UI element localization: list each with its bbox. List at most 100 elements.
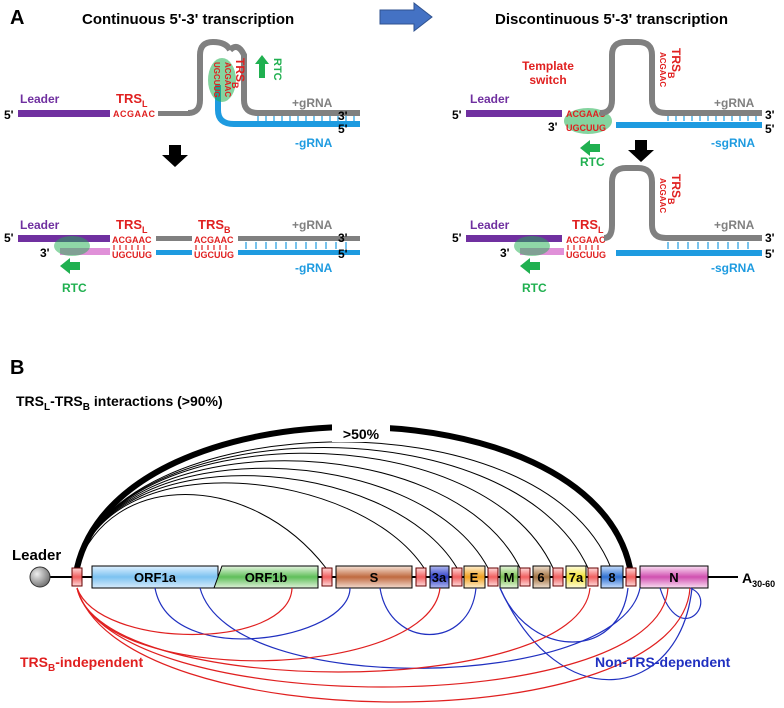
plus-grna-label: +gRNA [714,218,755,232]
trsb-independent-arcs [76,587,691,703]
rtc-left-arrow-icon [60,258,80,274]
poly-a-label: A30-60 [742,570,775,589]
orf-box-orf1b [213,565,319,589]
minus-sgrna-strand [616,250,762,256]
plus-grna-label: +gRNA [292,218,333,232]
orf-label-7a: 7a [569,570,584,585]
trs-l-seq: ACGAAC [566,235,606,245]
trs-l-comp: UGCUUG [112,250,152,260]
five-prime-label: 5' [452,231,462,245]
five-prime-label-b: 5' [765,247,775,261]
trs-l-seq: ACGAAC [113,109,156,119]
trs-b-vertical-label: TRSB [666,48,683,79]
minus-grna-strand [215,85,360,127]
trs-b-seq: ACGAAC [194,235,234,245]
trs-l-label: TRSL [116,91,148,109]
trs-l-seq: ACGAAC [566,109,606,119]
trs-b-comp-vertical: UGCUUG [212,62,221,98]
orf-box-s [335,565,413,589]
major-arc-label-bg [332,424,390,442]
rtc-label: RTC [522,281,547,295]
blue-arrow-icon [379,1,433,33]
orf-label-m: M [504,570,515,585]
interactions-title: TRSL-TRSB interactions (>90%) [16,393,223,413]
three-prime-label: 3' [338,231,348,245]
orf-box-n [639,565,709,589]
rtc-up-arrow-icon [255,55,269,78]
five-prime-label: 5' [452,108,462,122]
rtc-blob [208,58,236,102]
major-arc-label: >50% [343,426,380,442]
trs-arcs [76,441,612,569]
minus-grna-label: -gRNA [295,261,333,275]
rtc-vertical-label: RTC [271,58,283,81]
panel-b-label: B [10,357,24,379]
hairpin-top [227,43,247,80]
trs-l-label: TRSL [116,217,148,235]
five-prime-label: 5' [4,108,14,122]
three-prime-label-b: 3' [765,108,775,122]
non-trs-dependent-label: Non-TRS-dependent [595,654,731,670]
minus-sgrna-label: -sgRNA [711,261,755,275]
continuous-title: Continuous 5'-3' transcription [82,11,294,28]
continuous-bottom-diagram: 5' Leader 3' TRSL ACGAAC UGCUUG TRSB ACG… [4,217,360,295]
orf-label-8: 8 [608,570,615,585]
rtc-left-arrow-icon [580,140,600,156]
continuous-top-diagram: 5' Leader TRSL ACGAAC ACGAAC UGCUUG TRSB… [4,38,360,150]
leader-label: Leader [470,92,510,106]
minus-sgrna-strand [616,122,762,128]
leader-bar [18,110,110,117]
trs-l-comp: UGCUUG [566,250,606,260]
trs-l-seq: ACGAAC [112,235,152,245]
orf-label-orf1b: ORF1b [245,570,288,585]
five-prime-label: 5' [4,231,14,245]
orf-label-e: E [470,570,479,585]
three-prime-label: 3' [338,109,348,123]
trs-b-vertical-label: TRSB [230,58,247,89]
discontinuous-top-diagram: 5' Leader Template switch ACGAAC UGCUUG … [452,39,775,169]
plus-grna-label: +gRNA [292,96,333,110]
rtc-blob [514,236,550,256]
template-switch-label-2: switch [529,73,566,87]
leader-label: Leader [20,218,60,232]
panel-a-label: A [10,7,24,29]
trs-boxes [71,567,637,587]
five-prime-label-b: 5' [338,122,348,136]
leader-label: Leader [20,92,60,106]
trs-b-seq-vertical: ACGAAC [658,178,667,213]
orf-label-6: 6 [537,570,544,585]
rtc-label: RTC [580,155,605,169]
three-prime-label: 3' [548,120,558,134]
three-prime-label: 3' [500,246,510,260]
orf-box-e [463,565,486,589]
plus-grna-label: +gRNA [714,96,755,110]
five-prime-label-b: 5' [765,122,775,136]
orf-label-orf1a: ORF1a [134,570,177,585]
orf-label-3a: 3a [432,570,447,585]
hairpin-left [187,38,233,116]
trs-l-label: TRSL [572,217,604,235]
discontinuous-bottom-diagram: 5' Leader 3' TRSL ACGAAC UGCUUG ACGAAC T… [452,165,775,295]
rtc-left-arrow-icon [520,258,540,274]
genome-leader-label: Leader [12,547,61,564]
discontinuous-title: Discontinuous 5'-3' transcription [495,11,728,28]
minus-sgrna-label: -sgRNA [711,136,755,150]
orf-label-n: N [669,570,678,585]
template-switch-label-1: Template [522,59,574,73]
orf-box-7a [565,565,587,589]
leader-label: Leader [470,218,510,232]
down-arrow-icon-right [628,140,654,162]
leader-bar [466,110,562,117]
trs-b-seq-vertical: ACGAAC [223,62,232,97]
grna-right [241,80,360,116]
trsb-independent-label: TRSB-independent [20,654,143,674]
three-prime-label-b: 3' [765,231,775,245]
orf-label-s: S [370,570,379,585]
trs-b-label: TRSB [198,217,231,235]
orf-box-8 [600,565,624,589]
trs-l-comp: UGCUUG [566,123,606,133]
minus-grna-label: -gRNA [295,136,333,150]
cap-icon [29,566,51,588]
rtc-label: RTC [62,281,87,295]
